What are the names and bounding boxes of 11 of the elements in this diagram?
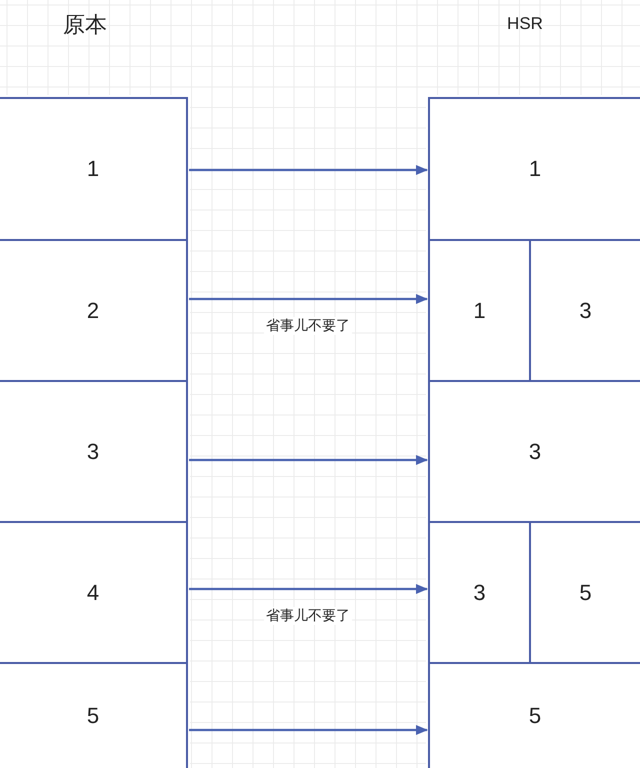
column-heading: 原本 xyxy=(63,11,107,39)
edge-label: 省事儿不要了 xyxy=(264,607,352,625)
number-box: 1 xyxy=(0,97,188,241)
edge-label: 省事儿不要了 xyxy=(264,317,352,335)
number-box: 1 xyxy=(428,97,640,241)
arrow xyxy=(189,165,428,175)
arrow xyxy=(189,294,428,304)
column-heading: HSR xyxy=(507,14,543,34)
arrow xyxy=(189,455,428,465)
arrow xyxy=(189,584,428,594)
arrow xyxy=(189,725,428,735)
